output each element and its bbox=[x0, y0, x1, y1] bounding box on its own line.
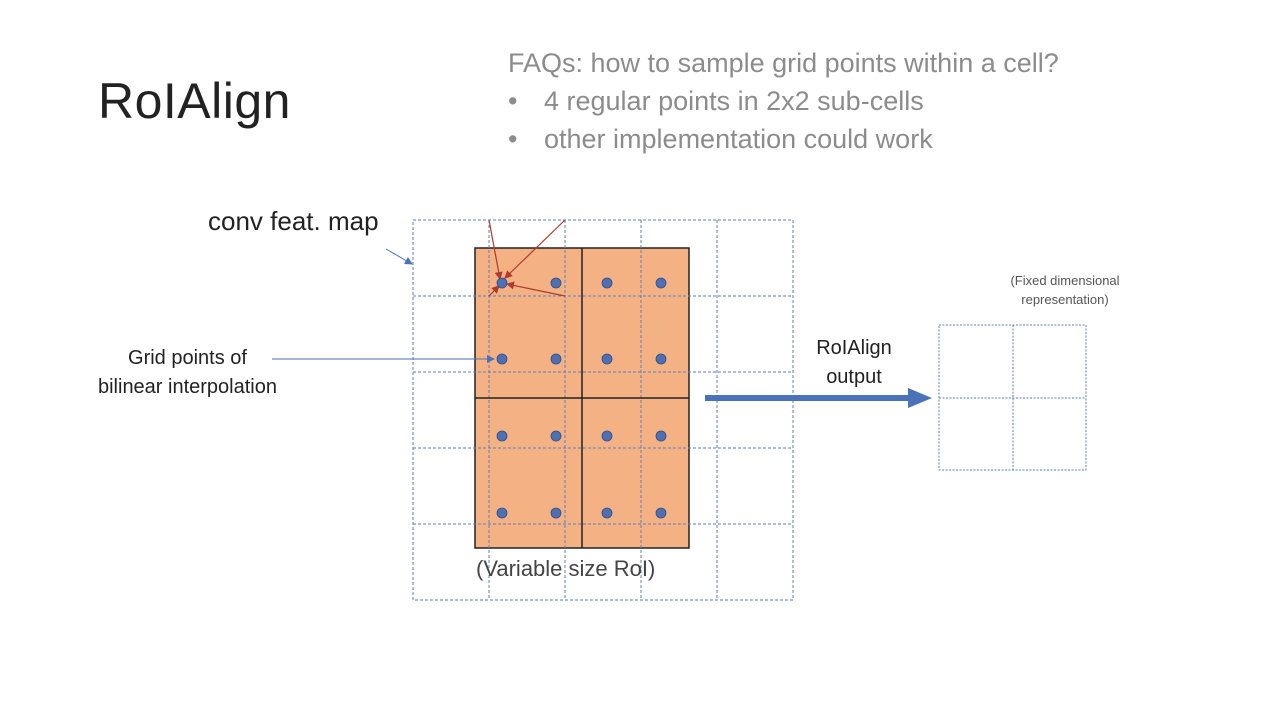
sample-point bbox=[655, 430, 667, 442]
conv-map-pointer bbox=[385, 248, 413, 265]
grid-points-label-line: bilinear interpolation bbox=[97, 376, 277, 398]
sample-point bbox=[601, 353, 613, 365]
sample-point bbox=[601, 507, 613, 519]
faq-bullet-item: • 4 regular points in 2x2 sub-cells bbox=[508, 82, 1059, 120]
sample-point bbox=[655, 353, 667, 365]
sample-point bbox=[496, 353, 508, 365]
fixed-representation-label: (Fixed dimensional representation) bbox=[985, 271, 1145, 309]
faq-block: FAQs: how to sample grid points within a… bbox=[508, 44, 1059, 158]
roialign-output-label: RoIAlign output bbox=[800, 334, 908, 392]
sample-point bbox=[550, 430, 562, 442]
conv-feat-map-label: conv feat. map bbox=[208, 206, 379, 236]
fixed-label-line: representation) bbox=[1021, 292, 1109, 307]
faq-bullet-text: 4 regular points in 2x2 sub-cells bbox=[544, 86, 924, 116]
output-label-line: output bbox=[826, 366, 882, 388]
sample-points bbox=[496, 277, 667, 519]
faq-bullet-item: • other implementation could work bbox=[508, 120, 1059, 158]
bullet-icon: • bbox=[508, 124, 518, 154]
sample-point bbox=[655, 277, 667, 289]
sample-point bbox=[550, 277, 562, 289]
output-grid bbox=[938, 324, 1087, 471]
slide-title: RoIAlign bbox=[98, 73, 291, 129]
grid-points-label-line: Grid points of bbox=[128, 347, 247, 369]
output-label-line: RoIAlign bbox=[816, 337, 892, 359]
output-arrow bbox=[705, 388, 932, 408]
sample-point bbox=[655, 507, 667, 519]
sample-point bbox=[496, 277, 508, 289]
fixed-label-line: (Fixed dimensional bbox=[1010, 273, 1120, 288]
sample-point bbox=[601, 277, 613, 289]
faq-bullet-text: other implementation could work bbox=[544, 124, 933, 154]
interpolation-arrows bbox=[488, 219, 566, 297]
bullet-icon: • bbox=[508, 86, 518, 116]
feature-map-grid bbox=[412, 219, 794, 601]
sample-point bbox=[496, 430, 508, 442]
faq-heading: FAQs: how to sample grid points within a… bbox=[508, 48, 1059, 78]
grid-points-label: Grid points of bilinear interpolation bbox=[70, 344, 305, 402]
roi-label: (Variable size RoI) bbox=[476, 556, 656, 581]
sample-point bbox=[550, 353, 562, 365]
sample-point bbox=[601, 430, 613, 442]
roi-bin-lines bbox=[475, 248, 689, 548]
sample-point bbox=[550, 507, 562, 519]
sample-point bbox=[496, 507, 508, 519]
